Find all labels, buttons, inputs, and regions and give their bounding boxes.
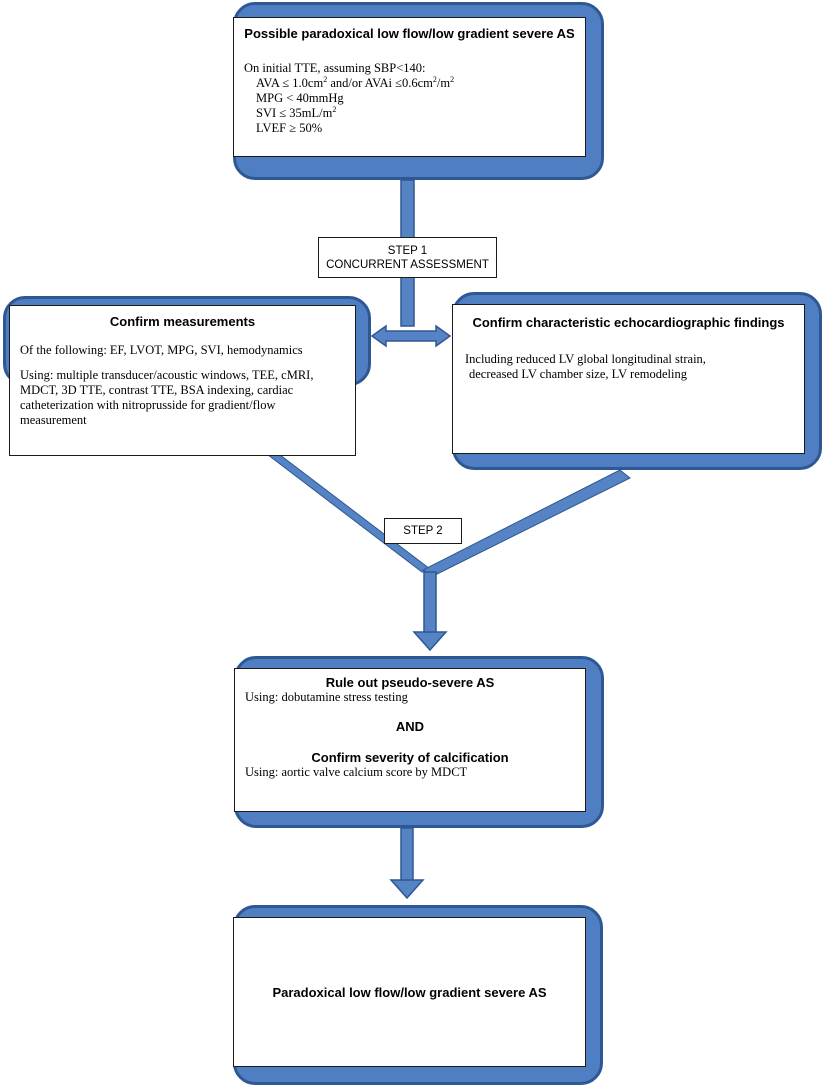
node-initial: Possible paradoxical low flow/low gradie… <box>233 17 586 157</box>
confirm-measurements-p1: Of the following: EF, LVOT, MPG, SVI, he… <box>20 343 303 357</box>
node-final: Paradoxical low flow/low gradient severe… <box>233 917 586 1067</box>
connector-trunk-2 <box>423 571 437 635</box>
node-confirm-measurements: Confirm measurements Of the following: E… <box>9 305 356 456</box>
double-arrow <box>370 324 452 348</box>
and-label: AND <box>395 719 425 734</box>
confirm-calcification-using: Using: aortic valve calcium score by MDC… <box>245 765 468 779</box>
step1-label: STEP 1 CONCURRENT ASSESSMENT <box>318 237 497 278</box>
connector-trunk-3 <box>400 827 414 883</box>
step2-label: STEP 2 <box>384 518 462 544</box>
rule-out-using: Using: dobutamine stress testing <box>245 690 408 704</box>
arrow-head-3 <box>389 879 425 900</box>
final-title: Paradoxical low flow/low gradient severe… <box>272 984 547 1000</box>
confirm-measurements-title: Confirm measurements <box>109 314 256 329</box>
node-initial-title: Possible paradoxical low flow/low gradie… <box>244 26 575 41</box>
criteria-mpg: MPG < 40mmHg <box>256 91 344 105</box>
arrow-head-2 <box>412 631 448 652</box>
criteria-intro: On initial TTE, assuming SBP<140: <box>244 61 426 75</box>
echo-findings-title: Confirm characteristic echocardiographic… <box>472 315 785 330</box>
rule-out-title: Rule out pseudo-severe AS <box>325 675 495 690</box>
criteria-ava: AVA ≤ 1.0cm2 and/or AVAi ≤0.6cm2/m2 <box>256 74 455 90</box>
echo-findings-p1: Including reduced LV global longitudinal… <box>465 352 706 366</box>
confirm-measurements-p2: Using: multiple transducer/acoustic wind… <box>20 368 314 427</box>
echo-findings-p2: decreased LV chamber size, LV remodeling <box>469 367 687 381</box>
criteria-lvef: LVEF ≥ 50% <box>256 121 323 135</box>
node-echo-findings: Confirm characteristic echocardiographic… <box>452 304 805 454</box>
node-initial-criteria: On initial TTE, assuming SBP<140: AVA ≤ … <box>244 61 575 136</box>
criteria-svi: SVI ≤ 35mL/m2 <box>256 104 337 120</box>
confirm-calcification-title: Confirm severity of calcification <box>311 750 509 765</box>
node-rule-out: Rule out pseudo-severe AS Using: dobutam… <box>234 668 586 812</box>
